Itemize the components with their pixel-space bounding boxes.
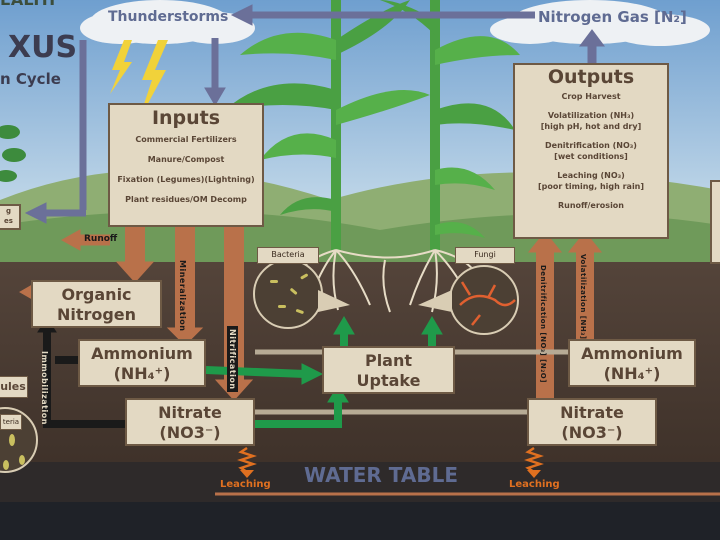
nitrification-label: Nitrification — [227, 326, 238, 392]
nitrate-left-box: Nitrate (NO3⁻) — [125, 398, 255, 446]
bottom-band — [0, 502, 720, 540]
inputs-item: Manure/Compost — [147, 155, 225, 164]
fungi-icon — [459, 281, 516, 326]
ammonium-left-line1: Ammonium — [91, 344, 193, 363]
denitrification-label: Denitrification [NO₃] [N₂O] — [539, 265, 547, 383]
water-table-label: WATER TABLE — [304, 463, 458, 487]
inputs-title: Inputs — [151, 107, 221, 129]
thunderstorms-label: Thunderstorms — [108, 9, 229, 25]
inputs-item: Fixation (Legumes)(Lightning) — [117, 175, 255, 184]
brand-subtitle-partial: n Cycle — [0, 70, 61, 88]
cloud-right — [490, 0, 710, 46]
nitrate-right-box: Nitrate (NO3⁻) — [527, 398, 657, 446]
leaching-left-label: Leaching — [220, 479, 271, 490]
outputs-box: Outputs Crop Harvest Volatilization (NH₃… — [513, 63, 669, 239]
fungi-label: Fungi — [455, 247, 515, 264]
brand-partial-top: EALTH — [0, 0, 55, 9]
right-edge-partial-box — [710, 180, 720, 264]
brand-logo-partial: XUS — [8, 30, 78, 65]
outputs-item-note: [poor timing, high rain] — [537, 182, 645, 191]
ammonium-right-line2: (NH₄⁺) — [603, 364, 661, 383]
organic-nitrogen-box: Organic Nitrogen — [31, 280, 162, 328]
inputs-item: Plant residues/OM Decomp — [125, 195, 247, 204]
plant-uptake-line2: Uptake — [356, 371, 421, 390]
inputs-item: Commercial Fertilizers — [135, 135, 237, 144]
bacteria-icon — [270, 273, 308, 314]
outputs-item: Leaching (NO₃) — [557, 171, 625, 180]
outputs-item: Crop Harvest — [561, 92, 621, 101]
fungi-pointer — [418, 290, 452, 312]
left-partial-box: g es — [0, 204, 21, 230]
bacteria-pointer — [318, 290, 350, 312]
leaching-arrowhead — [240, 470, 254, 478]
ammonium-right-line1: Ammonium — [581, 344, 683, 363]
ammonium-left-line2: (NH₄⁺) — [113, 364, 171, 383]
ammonium-left-box: Ammonium (NH₄⁺) — [78, 339, 206, 387]
plant-uptake-line1: Plant — [364, 351, 413, 370]
outputs-item: Runoff/erosion — [557, 201, 624, 210]
volatilization-label: Volatilization [NH₃] — [579, 254, 587, 340]
leaching-right-label: Leaching — [509, 479, 560, 490]
cloud-left — [80, 0, 255, 44]
ammonium-right-box: Ammonium (NH₄⁺) — [568, 339, 696, 387]
nitrate-left-line2: (NO3⁻) — [159, 423, 221, 442]
bacteria-circle — [253, 259, 323, 329]
lightning-bolt-icon — [110, 40, 132, 94]
leaching-arrowhead — [527, 470, 541, 478]
plant-uptake-box: Plant Uptake — [322, 346, 455, 394]
outputs-item-note: [wet conditions] — [554, 152, 628, 161]
outputs-item: Volatilization (NH₃) — [547, 111, 635, 120]
bacteria-label: Bacteria — [257, 247, 319, 264]
left-partial-label: ules — [0, 376, 28, 398]
nitrate-left-line1: Nitrate — [158, 403, 222, 422]
fungi-circle — [449, 265, 519, 335]
nitrate-right-line2: (NO3⁻) — [561, 423, 623, 442]
mineralization-label: Mineralization — [178, 260, 187, 332]
lightning-bolt-icon — [138, 40, 168, 122]
left-bacteria-icon — [3, 434, 25, 470]
organic-nitrogen-line2: Nitrogen — [56, 305, 137, 324]
runoff-label: Runoff — [84, 234, 118, 244]
immobilization-label: Immobilization — [40, 351, 49, 425]
outputs-item-note: [high pH, hot and dry] — [540, 122, 642, 131]
leaching-icon — [237, 446, 544, 474]
left-bacteria-partial-label: teria — [0, 414, 22, 430]
organic-nitrogen-line1: Organic — [61, 285, 132, 304]
outputs-item: Denitrification (NO₃) — [545, 141, 637, 150]
inputs-box: Inputs Commercial Fertilizers Manure/Com… — [108, 103, 264, 227]
nitrate-right-line1: Nitrate — [560, 403, 624, 422]
left-plant-leaves — [0, 125, 26, 182]
connector-lines — [255, 349, 570, 415]
outputs-title: Outputs — [547, 66, 635, 88]
slate-arrows — [24, 4, 605, 224]
nitrogen-gas-label: Nitrogen Gas [N₂] — [538, 8, 687, 26]
